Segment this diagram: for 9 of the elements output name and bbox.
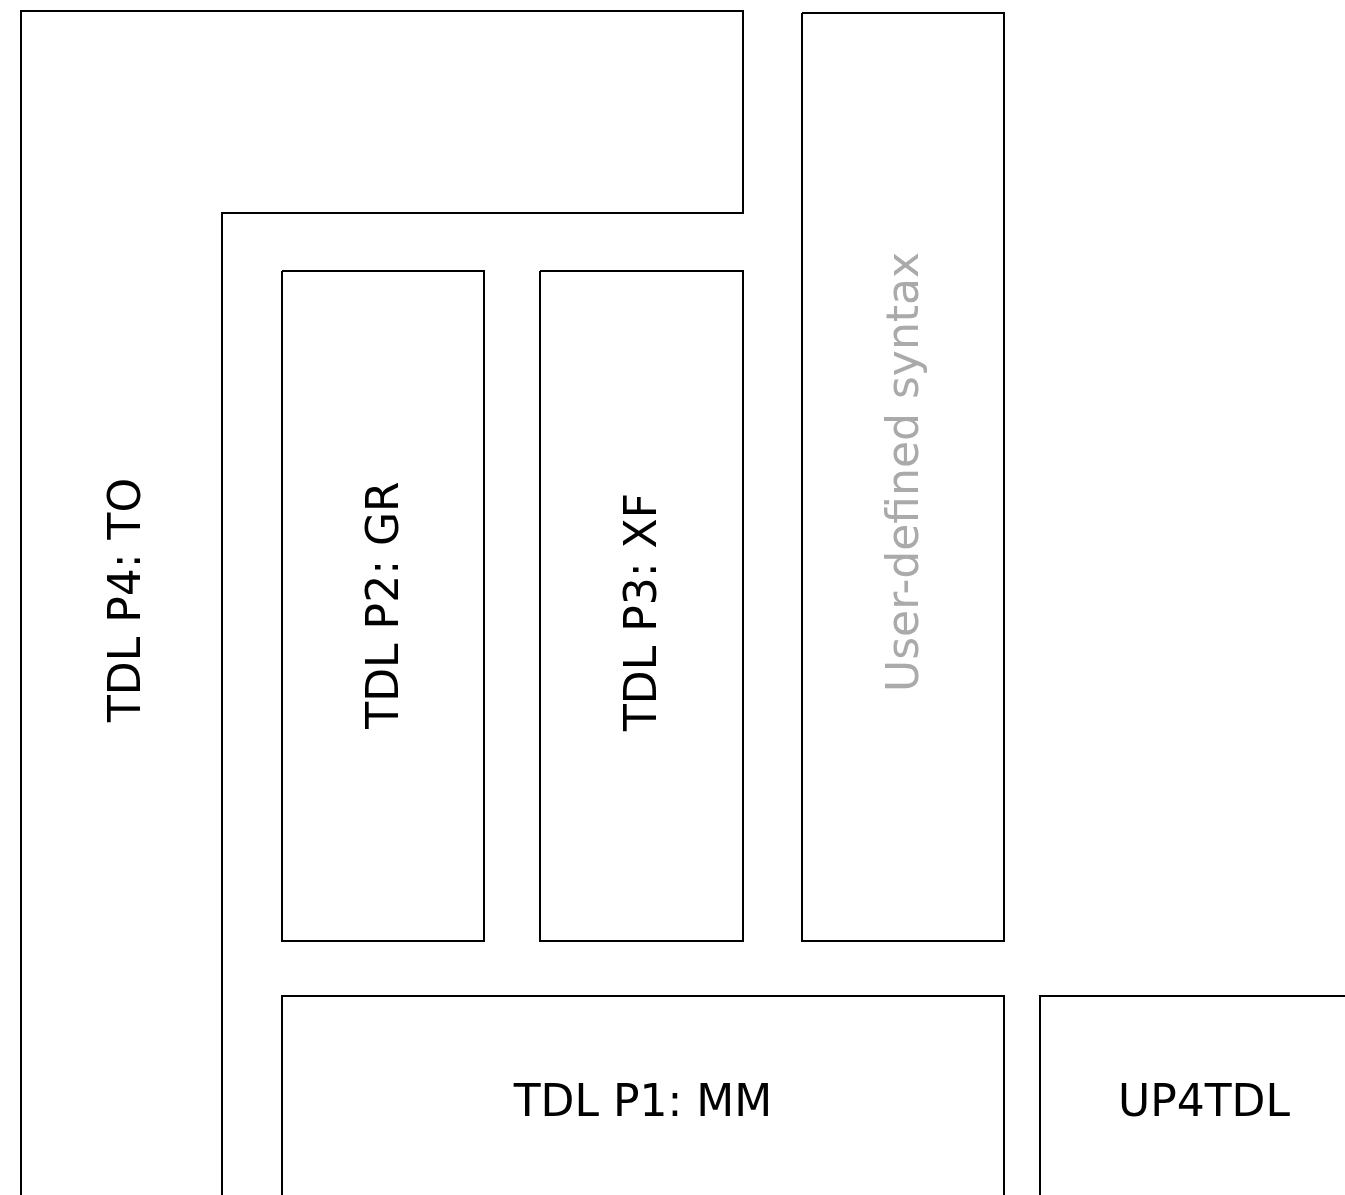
layer-box — [281, 995, 1005, 1195]
layer-label: TDL P2: GR — [361, 481, 405, 729]
layer-label: UP4TDL — [1118, 1079, 1290, 1123]
layer-box — [801, 12, 1005, 942]
layer-label: TDL P1: MM — [513, 1079, 773, 1123]
layer-box — [1039, 995, 1345, 1195]
layer-label: TDL P3: XF — [619, 493, 663, 731]
layer-label: User-defined syntax — [881, 252, 925, 692]
layer-label: TDL P4: TO — [103, 477, 147, 723]
